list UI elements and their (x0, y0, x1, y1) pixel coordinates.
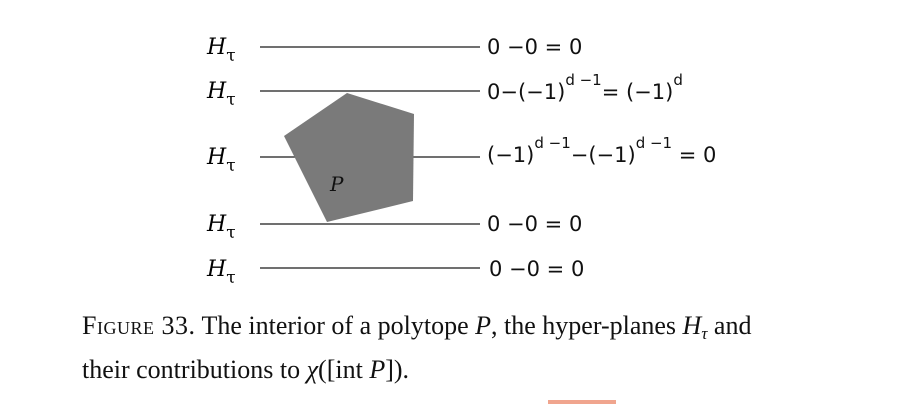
equation-exponent: d −1 (534, 134, 570, 152)
contribution-equations: 0 −0 = 00−(−1)d −1= (−1)d(−1)d −1−(−1)d … (487, 35, 716, 281)
caption-hyperplane-symbol: H (682, 311, 702, 340)
contribution-equation: (−1)d −1−(−1)d −1 = 0 (487, 134, 716, 167)
caption-figure-label: Figure 33. (82, 311, 196, 340)
hyperplane-label-main: H (206, 145, 227, 170)
polytope-shape (284, 93, 414, 222)
caption-text-4: ([int (318, 355, 370, 384)
caption-text-3: and their contributions to (82, 311, 752, 384)
hyperplane-label-subscript: τ (226, 90, 235, 110)
hyperplane-label-subscript: τ (226, 268, 235, 288)
equation-term: −(−1) (571, 143, 636, 167)
figure-caption: Figure 33. The interior of a polytope P,… (82, 308, 802, 388)
caption-polytope-symbol-2: P (369, 355, 386, 384)
hyperplane-label-main: H (206, 35, 227, 60)
equation-exponent: d (673, 71, 683, 89)
equation-term: 0 −0 = 0 (489, 257, 584, 281)
caption-hyperplane-subscript: τ (701, 324, 708, 343)
caption-text-1: The interior of a polytope (195, 311, 476, 340)
caption-text-2: , the hyper-planes (491, 311, 683, 340)
caption-polytope-symbol: P (475, 311, 492, 340)
equation-exponent: d −1 (565, 71, 601, 89)
contribution-equation: 0 −0 = 0 (487, 35, 582, 59)
equation-term: 0−(−1) (487, 80, 565, 104)
equation-term: = (−1) (602, 80, 674, 104)
equation-exponent: d −1 (636, 134, 672, 152)
equation-term: 0 −0 = 0 (487, 35, 582, 59)
equation-term: = 0 (672, 143, 716, 167)
polytope-label: P (329, 172, 344, 196)
hyperplane-label-main: H (206, 257, 227, 282)
contribution-equation: 0−(−1)d −1= (−1)d (487, 71, 683, 104)
caption-chi-symbol: χ (306, 355, 319, 384)
accent-bar (548, 400, 616, 404)
contribution-equation: 0 −0 = 0 (487, 212, 582, 236)
caption-text-5: ]). (385, 355, 410, 384)
hyperplane-label-subscript: τ (226, 156, 235, 176)
hyperplane-label: Hτ (206, 145, 236, 176)
hyperplane-label-subscript: τ (226, 223, 235, 243)
contribution-equation: 0 −0 = 0 (489, 257, 584, 281)
hyperplane-label-main: H (206, 212, 227, 237)
hyperplane-label-subscript: τ (226, 46, 235, 66)
hyperplane-label-main: H (206, 79, 227, 104)
equation-term: 0 −0 = 0 (487, 212, 582, 236)
equation-term: (−1) (487, 143, 534, 167)
hyperplane-label: Hτ (206, 257, 236, 288)
hyperplane-label: Hτ (206, 35, 236, 66)
hyperplane-label: Hτ (206, 212, 236, 243)
hyperplane-label: Hτ (206, 79, 236, 110)
